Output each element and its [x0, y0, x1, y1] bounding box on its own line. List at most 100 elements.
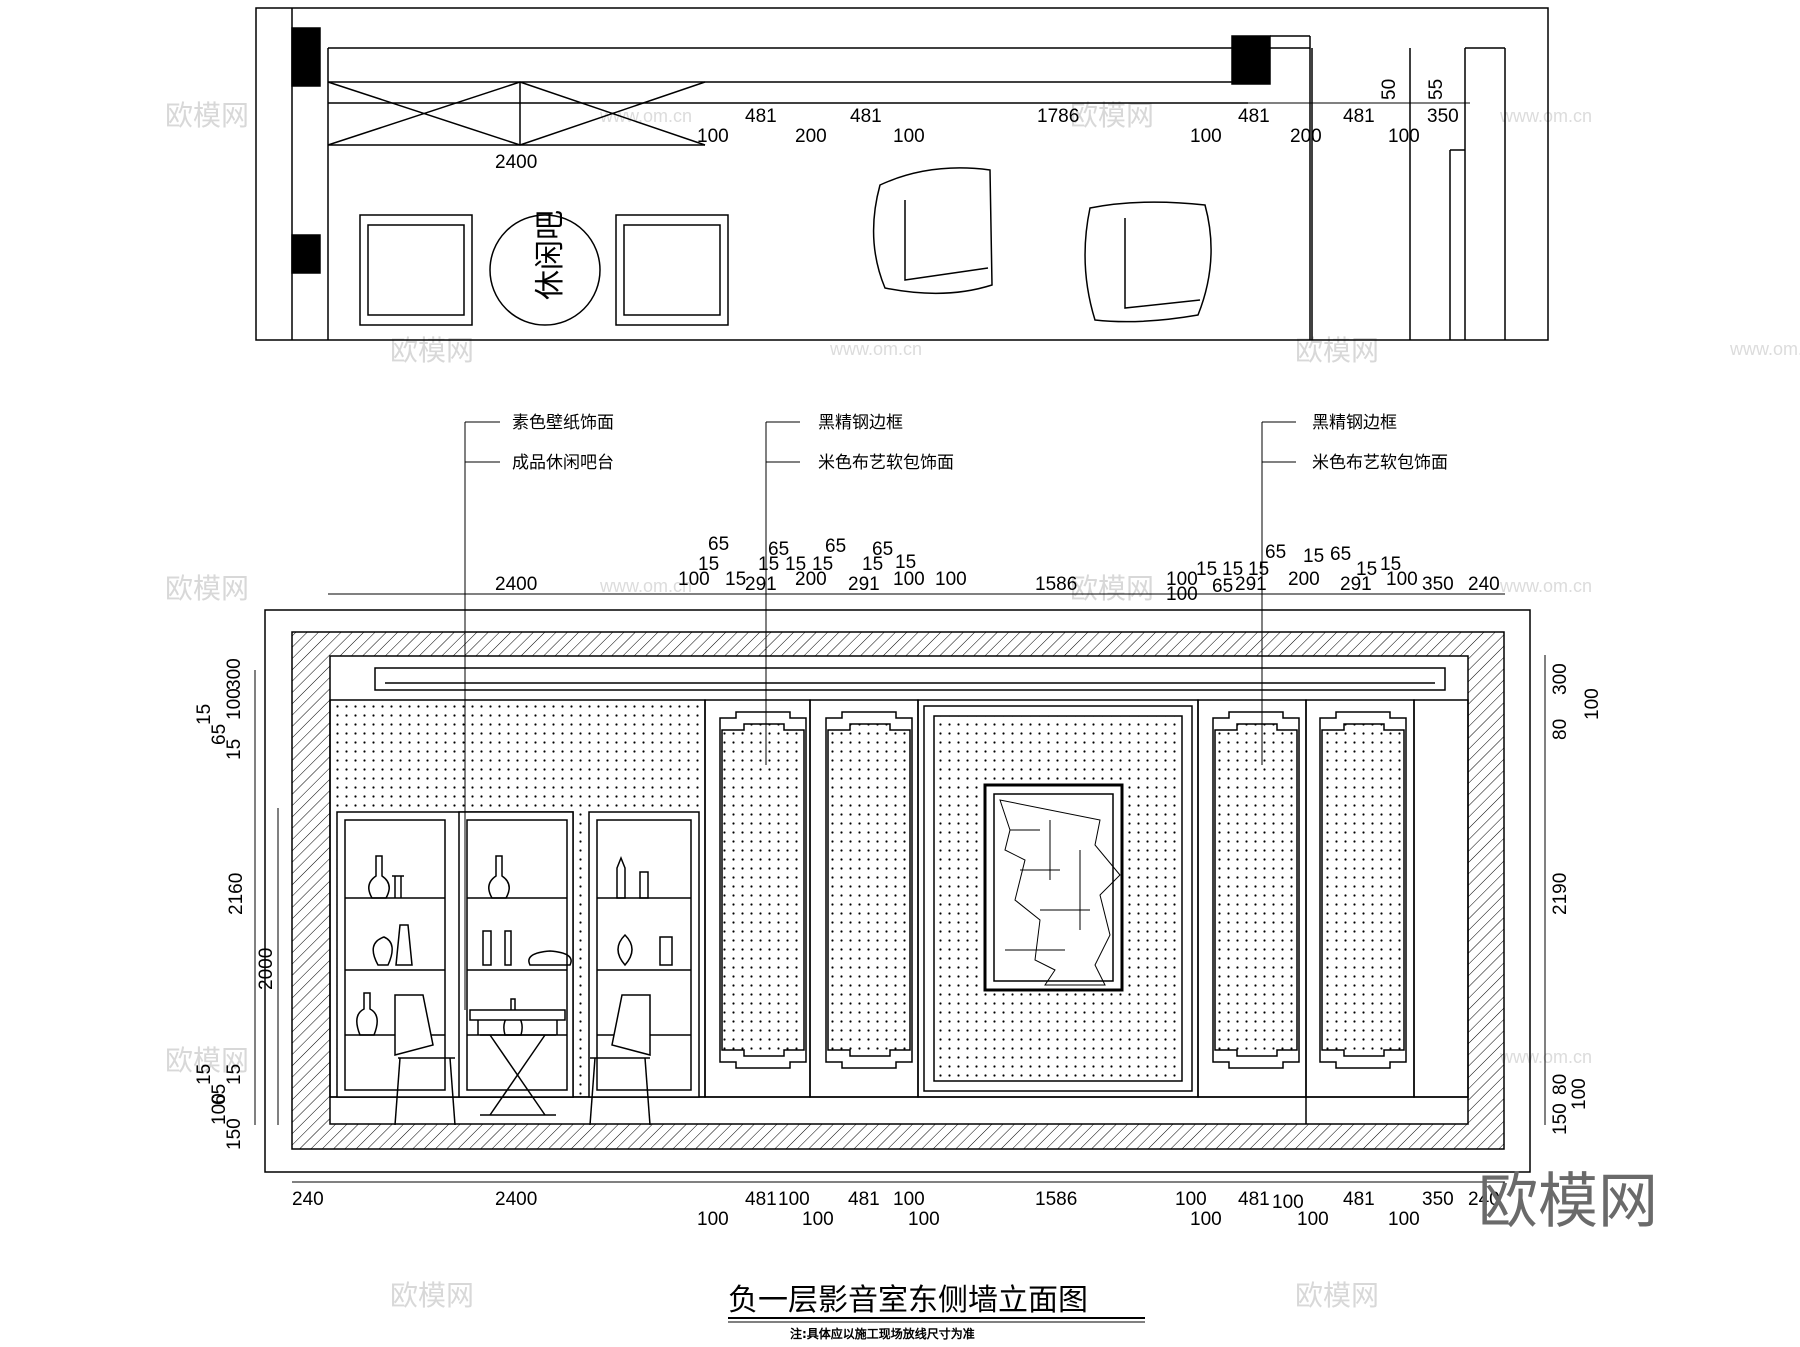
dim: 80 — [1550, 1074, 1571, 1095]
drawing-title: 负一层影音室东侧墙立面图 — [728, 1283, 1088, 1318]
dim: 2160 — [226, 873, 247, 915]
watermark-url: www.om.cn — [1499, 576, 1592, 596]
dim: 100 — [1582, 688, 1603, 720]
dim: 65 — [825, 536, 846, 557]
dim: 15 — [224, 1064, 245, 1085]
dim: 2000 — [256, 948, 277, 990]
plan-dim: 481 — [1238, 106, 1270, 127]
dim: 240 — [1468, 1189, 1500, 1210]
plan-dim: 350 — [1427, 106, 1459, 127]
dim: 100 — [893, 1189, 925, 1210]
dim: 65 — [1265, 542, 1286, 563]
dim: 100 — [908, 1209, 940, 1230]
dim: 100 — [678, 569, 710, 590]
plan-dim: 481 — [850, 106, 882, 127]
dim: 100 — [1166, 584, 1198, 605]
watermark: 欧模网 — [390, 334, 474, 367]
dim: 15 — [224, 739, 245, 760]
dim: 481 — [745, 1189, 777, 1210]
dim: 100 — [802, 1209, 834, 1230]
dim: 240 — [1468, 574, 1500, 595]
watermark-url: www.om.cn — [829, 339, 922, 359]
dim: 100 — [1190, 1209, 1222, 1230]
watermark: 欧模网 — [1295, 334, 1379, 367]
dim: 15 — [1380, 554, 1401, 575]
dim: 15 — [194, 704, 215, 725]
dim: 80 — [1550, 719, 1571, 740]
watermark-url: www.om.cn — [1729, 339, 1800, 359]
brand-logo: 欧模网 — [1478, 1167, 1658, 1237]
dim: 291 — [848, 574, 880, 595]
dim: 150 — [1550, 1103, 1571, 1135]
plan-dim: 100 — [893, 126, 925, 147]
dim: 2190 — [1550, 873, 1571, 915]
dim: 2400 — [495, 574, 537, 595]
dim: 240 — [292, 1189, 324, 1210]
dim: 65 — [872, 539, 893, 560]
dim: 1586 — [1035, 574, 1077, 595]
dim: 15 — [1196, 559, 1217, 580]
elevation-bottom-dimensions: 240 2400 481 100 481 100 1586 100 481 10… — [292, 1181, 1505, 1230]
dim: 350 — [1422, 1189, 1454, 1210]
dim: 65 — [209, 1084, 230, 1105]
dim: 200 — [1288, 569, 1320, 590]
dim: 100 — [1388, 1209, 1420, 1230]
dim: 100 — [224, 688, 245, 720]
dim: 100 — [893, 569, 925, 590]
dim: 100 — [778, 1189, 810, 1210]
plan-dim: 2400 — [495, 152, 537, 173]
plan-dim: 200 — [795, 126, 827, 147]
dim: 65 — [768, 539, 789, 560]
watermark-url: www.om.cn — [1499, 106, 1592, 126]
dim: 15 — [698, 554, 719, 575]
dim: 150 — [224, 1118, 245, 1150]
dim: 2400 — [495, 1189, 537, 1210]
dim: 291 — [1340, 574, 1372, 595]
dim: 15 — [1248, 559, 1269, 580]
dim: 200 — [795, 569, 827, 590]
dim: 15 — [862, 554, 883, 575]
dim: 15 — [725, 569, 746, 590]
plan-dim: 1786 — [1037, 106, 1079, 127]
dim: 100 — [1166, 569, 1198, 590]
drawing-note: 注:具体应以施工现场放线尺寸为准 — [790, 1326, 975, 1341]
dim: 100 — [1175, 1189, 1207, 1210]
watermark: 欧模网 — [390, 1279, 474, 1312]
watermark: 欧模网 — [1070, 572, 1154, 605]
dim: 15 — [785, 554, 806, 575]
dim: 481 — [1238, 1189, 1270, 1210]
dim: 100 — [1297, 1209, 1329, 1230]
dim: 65 — [1212, 576, 1233, 597]
plan-dim: 55 — [1426, 79, 1447, 100]
plan-dim: 200 — [1290, 126, 1322, 147]
plan-dim: 481 — [1343, 106, 1375, 127]
dim: 100 — [935, 569, 967, 590]
callout-label: 素色壁纸饰面 — [512, 413, 614, 433]
dim: 291 — [745, 574, 777, 595]
plan-dim: 50 — [1379, 79, 1400, 100]
callout-label: 米色布艺软包饰面 — [818, 453, 954, 473]
dim: 291 — [1235, 574, 1267, 595]
dim: 15 — [1356, 559, 1377, 580]
dim: 15 — [812, 554, 833, 575]
watermark: 欧模网 — [165, 1044, 249, 1077]
dim: 300 — [1550, 663, 1571, 695]
plan-view — [255, 7, 1549, 341]
dim: 481 — [1343, 1189, 1375, 1210]
watermark: 欧模网 — [1295, 1279, 1379, 1312]
room-label: 休闲吧 — [533, 210, 568, 300]
dim: 481 — [848, 1189, 880, 1210]
elevation-right-dimensions: 300 80 100 2190 80 100 150 — [1544, 655, 1603, 1135]
dim: 15 — [758, 554, 779, 575]
elevation-left-dimensions: 15 65 15 100 300 2160 2000 15 65 15 100 … — [194, 658, 279, 1150]
callout-label: 米色布艺软包饰面 — [1312, 453, 1448, 473]
elevation-view — [264, 609, 1531, 1173]
elevation-top-dimensions: 2400 100 291 200 291 100 100 1586 100 29… — [328, 534, 1505, 605]
watermark: 欧模网 — [165, 572, 249, 605]
watermark: 欧模网 — [1070, 99, 1154, 132]
watermark-url: www.om.cn — [599, 106, 692, 126]
dim: 1586 — [1035, 1189, 1077, 1210]
dim: 15 — [1222, 559, 1243, 580]
dim: 300 — [224, 658, 245, 690]
plan-dim: 100 — [1388, 126, 1420, 147]
